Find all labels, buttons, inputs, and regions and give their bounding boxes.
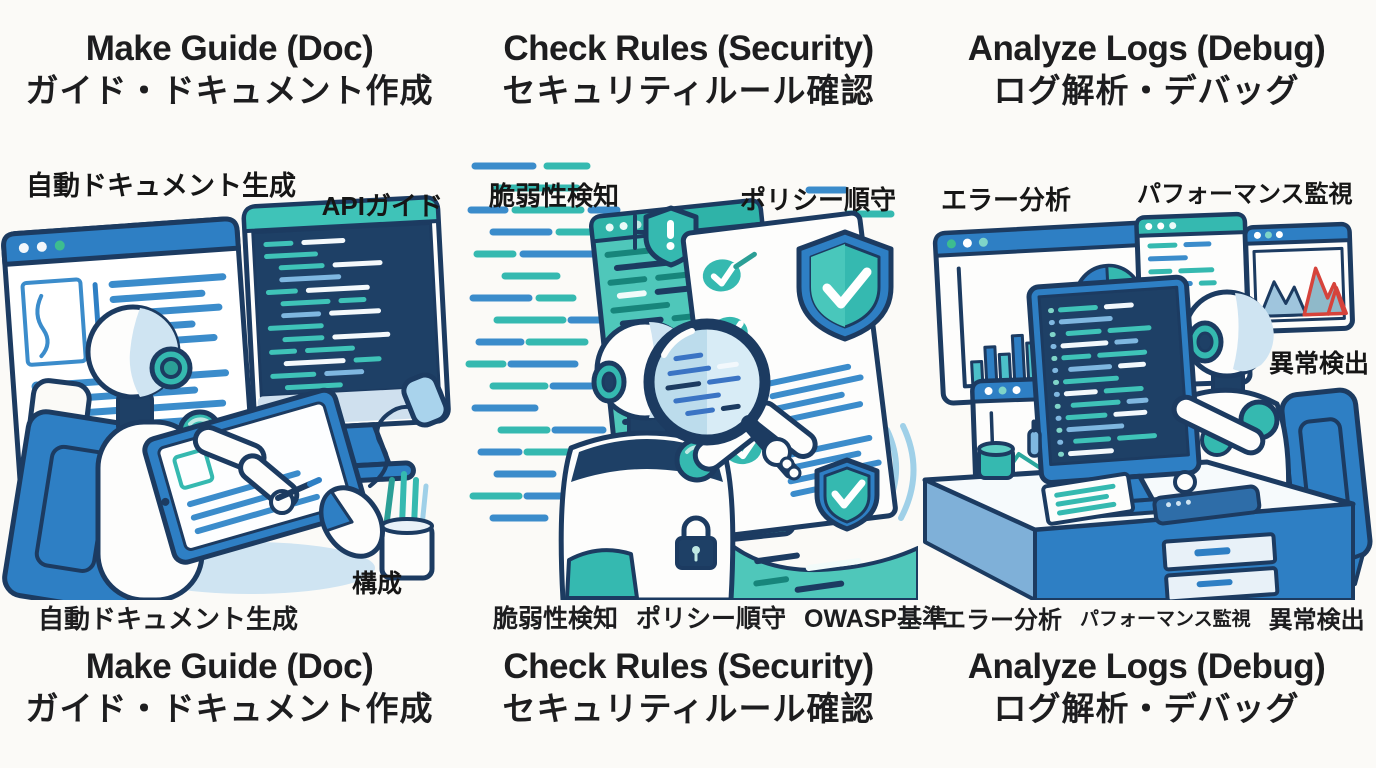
check-rules-illustration: 脆弱性検知 ポリシー順守 (459, 130, 918, 600)
panel-title-ja: ガイド・ドキュメント作成 (25, 71, 434, 109)
pen-icon (275, 481, 313, 501)
footer-tag: ポリシー順守 (636, 605, 787, 633)
panel-title-bottom: Check Rules (Security) セキュリティルール確認 (459, 646, 918, 729)
panel-footer-en: Make Guide (Doc) (85, 647, 374, 686)
robot-arm (192, 424, 322, 515)
panel-make-guide: Make Guide (Doc) ガイド・ドキュメント作成 (0, 0, 459, 768)
footer-tags-row: 自動ドキュメント生成 (0, 598, 497, 636)
desk (922, 459, 1356, 600)
analyze-logs-scene (922, 211, 1373, 600)
panel-title-top: Analyze Logs (Debug) ログ解析・デバッグ (917, 28, 1376, 111)
bottle-icon (1027, 428, 1042, 458)
callout-api-guide: APIガイド (321, 191, 443, 221)
callout-auto-doc-gen: 自動ドキュメント生成 (26, 171, 296, 201)
panel-title-ja: ログ解析・デバッグ (993, 71, 1300, 109)
robot-arm (1171, 394, 1266, 494)
notepad-icon (1041, 471, 1136, 526)
make-guide-illustration: 自動ドキュメント生成 APIガイド 構成 (0, 130, 459, 600)
footer-tag: 自動ドキュメント生成 (38, 603, 299, 634)
panel-check-rules: Check Rules (Security) セキュリティルール確認 (459, 0, 947, 768)
footer-tag: パフォーマンス監視 (1080, 608, 1251, 630)
panel-title-en: Make Guide (Doc) (85, 29, 374, 68)
callout-structure: 構成 (352, 570, 403, 598)
panel-footer-ja: セキュリティルール確認 (502, 689, 875, 727)
panel-title-top: Check Rules (Security) セキュリティルール確認 (459, 28, 918, 111)
anomaly-peak (1302, 266, 1346, 317)
lock-icon (675, 515, 717, 570)
anomaly-chart-window (1242, 221, 1355, 334)
analyze-logs-illustration: エラー分析 パフォーマンス監視 異常検出 (917, 130, 1376, 600)
desk-drawers (1161, 532, 1280, 600)
panel-footer-en: Analyze Logs (Debug) (967, 647, 1326, 686)
footer-tag: 異常検出 (1268, 606, 1365, 634)
shield-check-small-icon (814, 457, 880, 532)
footer-tags-row: 脆弱性検知 ポリシー順守 OWASP基準 (459, 598, 952, 636)
make-guide-scene (1, 195, 451, 600)
mouse-icon (319, 372, 449, 559)
callout-performance: パフォーマンス監視 (1137, 181, 1353, 208)
magnifier-icon (643, 318, 802, 481)
shield-check-icon (796, 229, 894, 342)
callout-policy: ポリシー順守 (739, 185, 896, 215)
pen-cup-icon (379, 471, 435, 581)
panel-footer-ja: ログ解析・デバッグ (993, 689, 1300, 727)
check-rules-scene (465, 162, 918, 600)
callout-error-analysis: エラー分析 (941, 185, 1072, 215)
panel-title-en: Analyze Logs (Debug) (967, 29, 1326, 68)
panel-title-bottom: Make Guide (Doc) ガイド・ドキュメント作成 (0, 646, 459, 729)
panel-title-ja: セキュリティルール確認 (502, 71, 875, 109)
footer-tag: 脆弱性検知 (493, 605, 619, 633)
panel-footer-en: Check Rules (Security) (503, 647, 874, 686)
desk-items (977, 419, 1262, 526)
panel-analyze-logs: Analyze Logs (Debug) ログ解析・デバッグ (917, 0, 1376, 768)
panel-title-top: Make Guide (Doc) ガイド・ドキュメント作成 (0, 28, 459, 111)
panel-title-bottom: Analyze Logs (Debug) ログ解析・デバッグ (917, 646, 1376, 729)
footer-tag: OWASP基準 (804, 605, 948, 633)
callout-vulnerability: 脆弱性検知 (489, 181, 620, 211)
panel-title-en: Check Rules (Security) (503, 29, 874, 68)
panel-footer-ja: ガイド・ドキュメント作成 (25, 689, 434, 727)
footer-tag: エラー分析 (942, 606, 1062, 634)
footer-tags-row: エラー分析 パフォーマンス監視 異常検出 (917, 598, 1376, 636)
metric-peaks (1258, 280, 1308, 318)
callout-anomaly: 異常検出 (1269, 350, 1370, 378)
keyboard-icon (1152, 484, 1262, 526)
code-stream-lines (465, 162, 895, 522)
